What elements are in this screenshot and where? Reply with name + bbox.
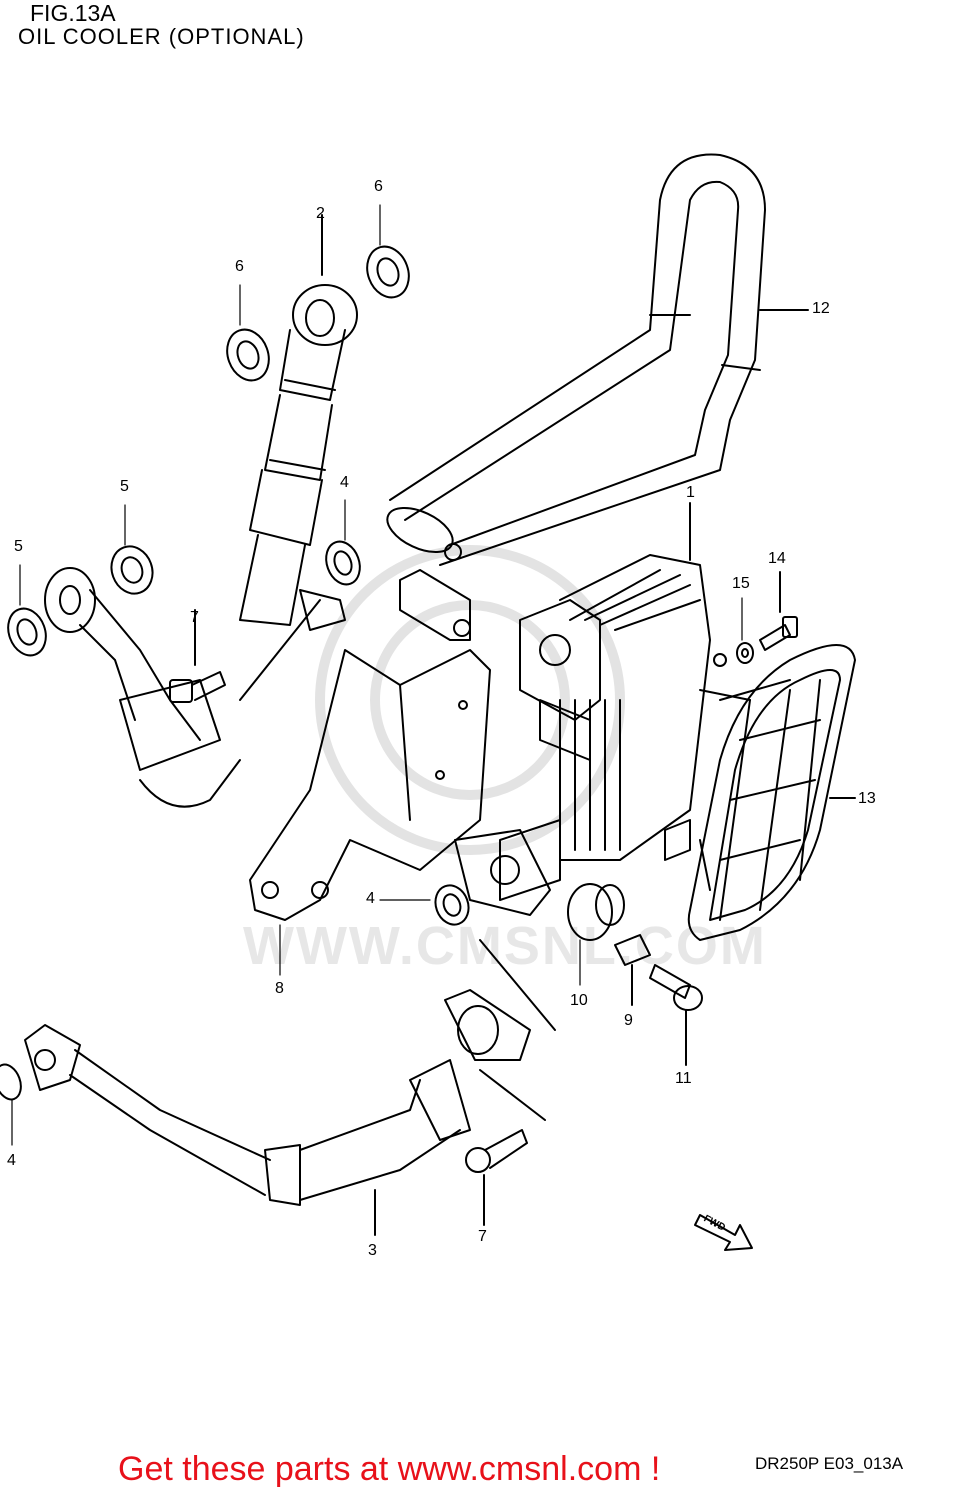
part-label-11: 11 — [675, 1070, 692, 1087]
oil-cooler-core-1 — [499, 502, 727, 901]
flange-lower — [454, 829, 556, 1121]
hose-2 — [239, 214, 358, 626]
figure-number: FIG.13A — [30, 0, 116, 26]
leader-lines — [11, 204, 743, 1146]
fwd-arrow-icon — [694, 1214, 753, 1251]
watermark-text: WWW.CMSNL.COM — [243, 916, 767, 976]
figure-title: OIL COOLER (OPTIONAL) — [18, 24, 305, 49]
part-label-9: 9 — [624, 1012, 633, 1029]
washers — [0, 245, 754, 1101]
part-label-7-upper: 7 — [190, 609, 199, 626]
cooler-cover-13 — [687, 644, 856, 941]
part-label-13: 13 — [858, 790, 876, 807]
part-label-5-right: 5 — [120, 478, 129, 495]
part-label-2: 2 — [316, 205, 325, 222]
part-label-14: 14 — [768, 550, 786, 567]
bracket-8 — [249, 569, 491, 921]
cta-link[interactable]: Get these parts at www.cmsnl.com ! — [118, 1450, 661, 1488]
part-label-3: 3 — [368, 1242, 377, 1259]
part-label-4-lower: 4 — [7, 1152, 16, 1169]
hose-3 — [24, 989, 531, 1236]
grommet-10 — [567, 883, 625, 941]
part-label-6-left: 6 — [235, 258, 244, 275]
part-label-1: 1 — [686, 484, 695, 501]
bolt-7-upper — [169, 609, 226, 703]
part-label-7-lower: 7 — [478, 1228, 487, 1245]
hose-left-lower — [44, 567, 346, 808]
part-label-5-left: 5 — [14, 538, 23, 555]
bolt-11 — [649, 964, 703, 1066]
bolt-7-lower — [465, 1129, 528, 1226]
part-label-15: 15 — [732, 575, 750, 592]
part-label-6-right: 6 — [374, 178, 383, 195]
part-label-4-upper: 4 — [340, 474, 349, 491]
oil-hose-12 — [386, 153, 809, 566]
bolt-14 — [759, 571, 798, 651]
part-label-10: 10 — [570, 992, 588, 1009]
diagram-code: DR250P E03_013A — [755, 1454, 904, 1473]
part-label-8: 8 — [275, 980, 284, 997]
collar-9 — [614, 934, 651, 1006]
part-label-4-middle: 4 — [366, 890, 375, 907]
part-label-12: 12 — [812, 300, 830, 317]
